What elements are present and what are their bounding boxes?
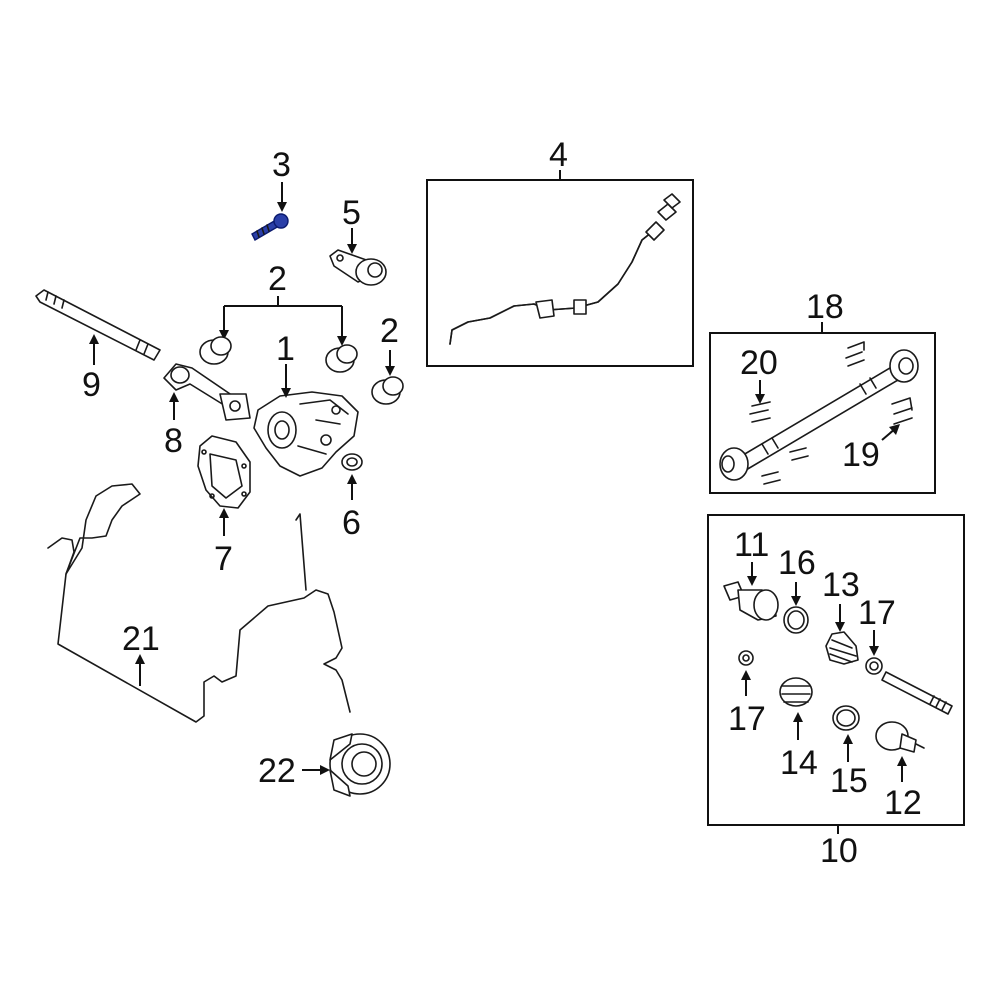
part-2-bushing-left[interactable] <box>199 336 232 365</box>
callout-13: 13 <box>822 566 860 604</box>
callout-6: 6 <box>342 504 361 542</box>
callout-10: 10 <box>820 832 858 870</box>
arrowhead-3 <box>277 202 287 212</box>
callout-4: 4 <box>549 136 568 174</box>
part-17-clamp-upper[interactable] <box>865 657 883 675</box>
callout-22: 22 <box>258 752 296 790</box>
part-22-actuator[interactable] <box>329 733 391 797</box>
arrowhead-13 <box>835 622 845 632</box>
arrowhead-11 <box>747 576 757 586</box>
part-5-mount-bracket[interactable] <box>329 249 387 286</box>
callout-19: 19 <box>842 436 880 474</box>
callout-21: 21 <box>122 620 160 658</box>
part-14-boot[interactable] <box>779 677 813 707</box>
arrowhead-12 <box>897 756 907 766</box>
callout-14: 14 <box>780 744 818 782</box>
callout-16: 16 <box>778 544 816 582</box>
part-7-differential-cover[interactable] <box>197 435 251 509</box>
callout-3: 3 <box>272 146 291 184</box>
arrowhead-19 <box>889 424 900 435</box>
arrowhead-15 <box>843 734 853 744</box>
callout-7: 7 <box>214 540 233 578</box>
arrowhead-5 <box>347 244 357 254</box>
part-2-bushing-middle[interactable] <box>325 344 358 373</box>
callout-8: 8 <box>164 422 183 460</box>
arrowhead-9 <box>89 334 99 344</box>
part-16-clamp[interactable] <box>783 606 809 634</box>
part-15-clamp[interactable] <box>832 705 860 731</box>
part-4-vent-hose[interactable] <box>449 193 681 345</box>
arrowhead-17a <box>869 646 879 656</box>
arrowhead-1 <box>281 388 291 398</box>
arrowhead-6 <box>347 474 357 484</box>
callout-11: 11 <box>734 526 769 564</box>
part-3-bolt[interactable] <box>251 213 289 241</box>
leader-2-group <box>223 296 343 340</box>
callout-17-lower: 17 <box>728 700 766 738</box>
arrowhead-2b <box>337 336 347 346</box>
part-8-axle-tube-bracket[interactable] <box>163 363 251 421</box>
part-6-seal[interactable] <box>341 453 363 471</box>
arrowhead-20 <box>755 394 765 404</box>
arrowhead-22 <box>320 765 330 775</box>
part-12-outer-joint[interactable] <box>875 721 925 753</box>
callout-2-right: 2 <box>380 312 399 350</box>
part-17-clamp-lower[interactable] <box>738 650 754 666</box>
callout-9: 9 <box>82 366 101 404</box>
callout-1: 1 <box>276 330 295 368</box>
callout-18: 18 <box>806 288 844 326</box>
arrowhead-17b <box>741 670 751 680</box>
part-2-bushing-right[interactable] <box>371 376 404 405</box>
part-11-inner-joint[interactable] <box>723 581 779 621</box>
callout-5: 5 <box>342 194 361 232</box>
callout-17-upper: 17 <box>858 594 896 632</box>
part-shaft[interactable] <box>881 671 953 715</box>
arrowhead-16 <box>791 596 801 606</box>
group-box-10 <box>707 514 965 826</box>
part-13-boot[interactable] <box>825 631 859 665</box>
part-9-axle-shaft[interactable] <box>35 289 161 361</box>
part-20-clips[interactable] <box>749 341 865 485</box>
group-box-4 <box>426 179 694 367</box>
callout-12: 12 <box>884 784 922 822</box>
arrowhead-7 <box>219 508 229 518</box>
part-1-differential-housing[interactable] <box>253 391 359 477</box>
arrowhead-8 <box>169 392 179 402</box>
part-19-clips[interactable] <box>891 397 913 425</box>
arrowhead-14 <box>793 712 803 722</box>
callout-20: 20 <box>740 344 778 382</box>
arrowhead-2c <box>385 366 395 376</box>
callout-2-group: 2 <box>268 260 287 298</box>
part-18-driveshaft[interactable] <box>719 349 919 481</box>
part-21-vent-line[interactable] <box>47 483 351 723</box>
arrowhead-2a <box>219 330 229 340</box>
arrowhead-21 <box>135 654 145 664</box>
callout-15: 15 <box>830 762 868 800</box>
